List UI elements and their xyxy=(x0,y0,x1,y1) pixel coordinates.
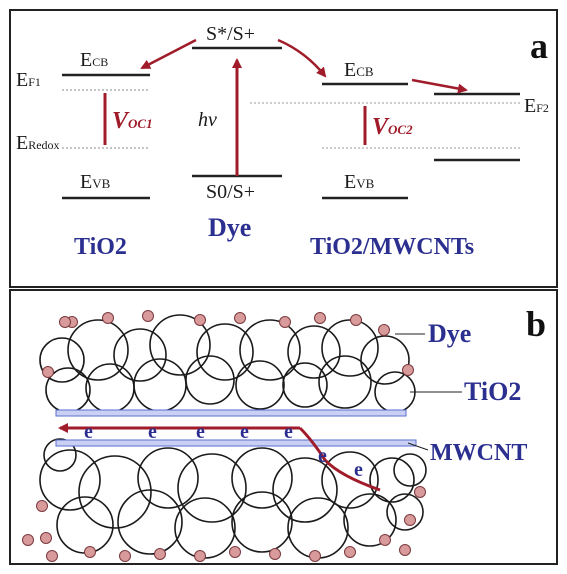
dye-molecule xyxy=(46,550,58,562)
dye-molecule xyxy=(154,548,166,560)
tio2-particle xyxy=(343,493,397,547)
voc2-label: VOC2 xyxy=(372,114,413,140)
tio2-particle xyxy=(231,447,293,509)
dye-molecule xyxy=(344,546,356,558)
dye-molecule xyxy=(194,314,206,326)
dye-molecule xyxy=(404,514,416,526)
tio2-title: TiO2 xyxy=(74,234,127,260)
dye-molecule xyxy=(40,532,52,544)
dye-molecule xyxy=(42,366,54,378)
transfer-arrow xyxy=(411,78,468,94)
dye-molecule xyxy=(229,546,241,558)
tio2-particle xyxy=(113,328,167,382)
evb-left-label: EVB xyxy=(80,171,111,193)
tio2-particle xyxy=(196,323,254,381)
tio2-particle xyxy=(67,319,129,381)
electron-label: e xyxy=(240,421,249,443)
dye-molecule xyxy=(399,544,411,556)
dye-title: Dye xyxy=(208,213,251,242)
tio2-particle xyxy=(149,314,211,376)
tio2-particle xyxy=(39,449,101,511)
tio2-particle xyxy=(393,453,427,487)
s-ground-label: S0/S+ xyxy=(206,181,255,203)
tio2-callout: TiO2 xyxy=(464,377,521,406)
tio2-particle xyxy=(43,438,77,472)
dye-molecule xyxy=(194,550,206,562)
eredox-label: ERedox xyxy=(16,132,60,154)
tio2-particle xyxy=(231,491,293,553)
dye-molecule xyxy=(59,316,71,328)
tio2-particle xyxy=(282,362,328,408)
injection-arrow-left xyxy=(140,38,197,70)
mwcnt-leader xyxy=(407,442,429,451)
dye-molecule xyxy=(378,324,390,336)
dye-molecule xyxy=(119,550,131,562)
dye-callout: Dye xyxy=(428,319,471,348)
electron-label: e xyxy=(84,421,93,443)
hv-label: hv xyxy=(198,109,217,131)
dye-molecule xyxy=(402,364,414,376)
electron-label: e xyxy=(318,445,327,467)
tio2-particle xyxy=(287,325,341,379)
tio2-mwcnts-title: TiO2/MWCNTs xyxy=(310,234,474,260)
electron-label: e xyxy=(148,421,157,443)
ef2-label: EF2 xyxy=(524,95,549,117)
panel-a-frame xyxy=(9,9,558,288)
tio2-particle xyxy=(185,355,235,405)
panel-a-letter: a xyxy=(530,26,548,66)
dye-molecules xyxy=(22,310,426,562)
dye-molecule xyxy=(414,486,426,498)
tio2-particle xyxy=(369,457,415,503)
panel-b-letter: b xyxy=(526,304,546,344)
tio2-particle xyxy=(39,337,85,383)
tio2-particle xyxy=(117,489,183,555)
tio2-particles xyxy=(39,314,427,559)
tio2-particle xyxy=(239,319,301,381)
tio2-particle xyxy=(360,335,410,385)
mwcnt-upper-wall xyxy=(55,409,407,417)
tio2-particle xyxy=(235,360,285,410)
s-star-label: S*/S+ xyxy=(206,23,255,45)
tio2-particle xyxy=(137,447,199,509)
dye-molecule xyxy=(269,548,281,560)
tio2-particle xyxy=(272,457,338,523)
electron-path-feed xyxy=(298,426,381,492)
tio2-particle xyxy=(321,451,379,509)
mwcnt-lower-wall xyxy=(55,439,417,447)
electron-label: e xyxy=(196,421,205,443)
voc1-label: VOC1 xyxy=(112,108,153,134)
tio2-particle xyxy=(177,453,247,523)
tio2-particle xyxy=(318,355,372,409)
dye-molecule xyxy=(22,534,34,546)
dye-molecule xyxy=(234,312,246,324)
dye-molecule xyxy=(350,314,362,326)
evb-right-label: EVB xyxy=(344,171,375,193)
tio2-particle xyxy=(78,455,152,529)
dye-molecule xyxy=(279,316,291,328)
electron-label: e xyxy=(284,421,293,443)
dye-molecule xyxy=(142,310,154,322)
dye-molecule xyxy=(309,550,321,562)
electron-labels: e e e e e e e xyxy=(84,421,363,481)
dye-molecule xyxy=(84,546,96,558)
mwcnt-callout: MWCNT xyxy=(430,440,527,466)
dye-molecule xyxy=(379,534,391,546)
dye-molecule xyxy=(36,500,48,512)
ef1-label: EF1 xyxy=(16,69,41,91)
dye-molecule xyxy=(102,312,114,324)
electron-label: e xyxy=(354,459,363,481)
ecb-left-label: ECB xyxy=(80,49,108,71)
ecb-right-label: ECB xyxy=(344,59,374,81)
dye-molecule xyxy=(314,312,326,324)
injection-arrow-right xyxy=(277,38,327,78)
tio2-particle xyxy=(386,493,424,531)
